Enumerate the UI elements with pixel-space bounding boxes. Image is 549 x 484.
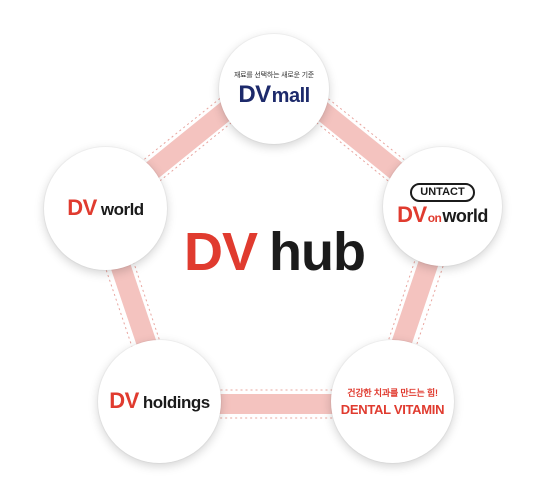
world-name: world	[100, 199, 144, 219]
node-dv-onworld[interactable]: UNTACT DVonworld	[383, 147, 502, 266]
vitamin-tagline: 건강한 치과를 만드는 힘!	[347, 388, 438, 398]
hub-name: hub	[269, 222, 366, 282]
dental-vitamin-logo: DENTAL VITAMIN	[340, 402, 445, 417]
world-brand: DV	[67, 194, 97, 220]
dv-onworld-logo: DVonworld	[397, 203, 488, 230]
node-dental-vitamin[interactable]: 건강한 치과를 만드는 힘! DENTAL VITAMIN	[331, 340, 454, 463]
onworld-on: on	[427, 211, 442, 225]
onworld-brand: DV	[397, 202, 427, 227]
hub-brand: DV	[184, 222, 258, 282]
mall-name: mall	[271, 84, 311, 107]
dv-mall-logo: DVmall	[238, 80, 311, 109]
holdings-name: holdings	[142, 392, 210, 412]
mall-brand: DV	[238, 80, 271, 108]
onworld-name: world	[442, 206, 488, 226]
holdings-brand: DV	[109, 387, 139, 413]
node-dv-mall[interactable]: 재료를 선택하는 새로운 기준 DVmall	[219, 34, 329, 144]
untact-badge: UNTACT	[410, 183, 475, 202]
mall-tagline: 재료를 선택하는 새로운 기준	[233, 71, 315, 79]
